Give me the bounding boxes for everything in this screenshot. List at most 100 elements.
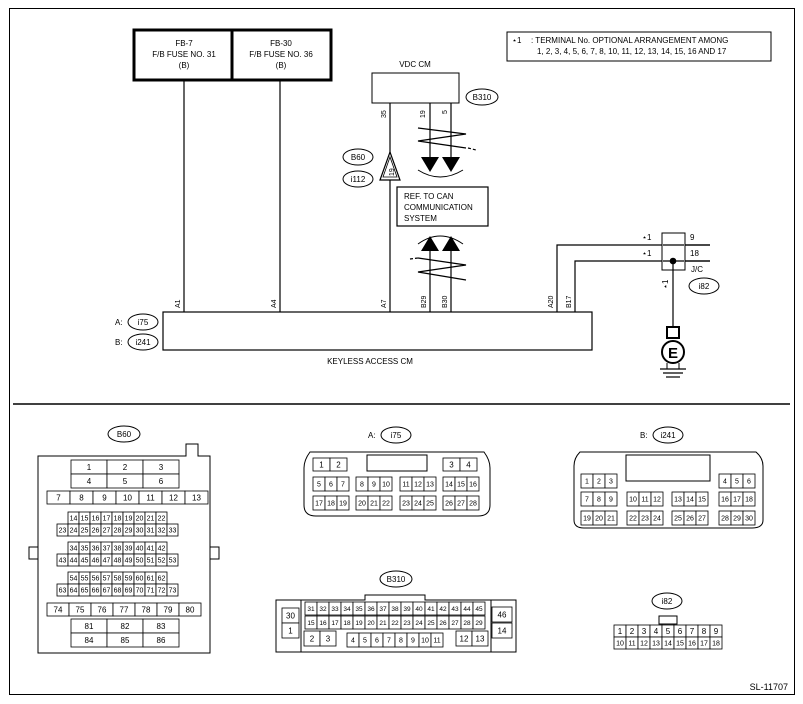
b60-pin-42: 42 (158, 546, 166, 553)
keyless-pin-b29: B29 (421, 295, 428, 308)
i241-pin-2: 2 (597, 479, 601, 486)
i241-pin-29: 29 (733, 516, 741, 523)
b60-pin-6-cell (142, 473, 180, 489)
keyless-pin-a1: A1 (175, 299, 182, 308)
b310-pin-30: 30 (286, 611, 295, 620)
b60-pin-54: 54 (70, 576, 78, 583)
jc-marker-2: ⋆1 (642, 249, 652, 258)
b60-pin-41: 41 (147, 546, 155, 553)
keyless-conn-b-prefix: B: (115, 338, 123, 347)
vdc-cm: VDC CM B310 35 19 5 (371, 60, 499, 118)
b60-pin-53-cell (166, 553, 179, 567)
b60-pin-67: 67 (103, 588, 111, 595)
i75-pin-19-cell (336, 495, 350, 511)
i75-pin-16: 16 (469, 482, 477, 489)
b60-pin-76: 76 (98, 605, 107, 614)
b60-pin-36: 36 (92, 546, 100, 553)
keyless-pin-b30: B30 (442, 295, 449, 308)
b60-pin-53: 53 (169, 558, 177, 565)
connector-i82-label: i82 (662, 597, 673, 606)
b60-pin-43: 43 (59, 558, 67, 565)
i75-pin-25: 25 (426, 501, 434, 508)
i241-pin-19: 19 (583, 516, 591, 523)
i82-pin-9: 9 (714, 627, 719, 636)
i241-pin-5: 5 (735, 479, 739, 486)
b60-pin-16: 16 (92, 516, 100, 523)
connector-i75-label: i75 (391, 431, 402, 440)
b60-pin-79: 79 (164, 605, 173, 614)
b310-pin-1: 1 (288, 626, 293, 635)
b60-pin-33-cell (166, 523, 179, 537)
i75-pin-15: 15 (457, 482, 465, 489)
b310-pin-11-cell (430, 632, 444, 648)
connector-tag-i75 (127, 313, 159, 331)
can-reference-box: REF. TO CAN COMMUNICATION SYSTEM (396, 186, 489, 227)
i82-pin-11: 11 (628, 641, 635, 648)
i241-pin-15: 15 (698, 497, 706, 504)
b310-pin-9: 9 (411, 638, 415, 645)
i241-pin-21: 21 (607, 516, 615, 523)
b60-pin-27: 27 (103, 528, 111, 535)
can-bus-lower (409, 235, 467, 312)
i75-pin-5: 5 (317, 482, 321, 489)
b60-pin-80: 80 (186, 605, 195, 614)
i241-pin-12-cell (650, 491, 664, 507)
b310-pin-2: 2 (310, 634, 315, 643)
b60-pin-26: 26 (92, 528, 100, 535)
i241-pin-18: 18 (745, 497, 753, 504)
b60-pin-49: 49 (125, 558, 133, 565)
i241-pin-26: 26 (686, 516, 694, 523)
connector-tag-b310-label: B310 (473, 93, 492, 102)
b60-pin-55: 55 (81, 576, 89, 583)
b310-pin-1-cell (281, 622, 300, 639)
i82-pin-12: 12 (640, 641, 648, 648)
b310-pin-14-cell (491, 622, 513, 639)
i75-pin-23: 23 (402, 501, 410, 508)
b60-pin-35: 35 (81, 546, 89, 553)
connector-tag-i241-label: i241 (135, 338, 151, 347)
jc-marker-1: ⋆1 (642, 233, 652, 242)
b60-pin-80-cell (178, 602, 202, 617)
fuse-1-name: FB-7 (175, 39, 193, 48)
i82-pin-6: 6 (678, 627, 683, 636)
jc-pin-9: 9 (690, 233, 695, 242)
i241-pin-10: 10 (629, 497, 637, 504)
i82-pin-17: 17 (700, 641, 708, 648)
b60-pin-64: 64 (70, 588, 78, 595)
i241-pin-28: 28 (721, 516, 729, 523)
fuse-1-desc: F/B FUSE NO. 31 (152, 50, 216, 59)
diagram-id: SL-11707 (750, 682, 788, 692)
i241-pin-6-cell (742, 473, 756, 489)
keyless-pin-a20: A20 (548, 295, 555, 308)
b60-pin-9: 9 (102, 493, 107, 502)
i241-pin-22: 22 (629, 516, 637, 523)
i82-pin-10: 10 (616, 641, 624, 648)
ground-symbol-letter: E (668, 345, 678, 362)
jc-pin-18: 18 (690, 249, 699, 258)
b60-pin-5: 5 (123, 477, 128, 486)
can-ref-line-1: REF. TO CAN (404, 192, 454, 201)
connector-tag-i112 (342, 170, 374, 188)
i75-pin-12: 12 (414, 482, 422, 489)
b60-pin-86-cell (142, 632, 180, 648)
b310-pin-27: 27 (451, 620, 459, 627)
i82-pin-2: 2 (630, 627, 635, 636)
b60-pin-39: 39 (125, 546, 133, 553)
b60-pin-13: 13 (192, 493, 201, 502)
i75-pin-3: 3 (449, 460, 454, 469)
b310-pin-31: 31 (307, 606, 315, 613)
b60-pin-11: 11 (146, 493, 155, 502)
can-ref-line-2: COMMUNICATION (404, 203, 473, 212)
b60-pin-71: 71 (147, 588, 155, 595)
b60-pin-60: 60 (136, 576, 144, 583)
b310-pin-18: 18 (343, 620, 351, 627)
can-ref-line-3: SYSTEM (404, 214, 437, 223)
b310-pin-44: 44 (463, 606, 471, 613)
b310-pin-13-cell (471, 630, 489, 647)
i75-pin-2: 2 (336, 460, 341, 469)
vdc-cm-title: VDC CM (399, 60, 431, 69)
b60-pin-30: 30 (136, 528, 144, 535)
i241-pin-24: 24 (653, 516, 661, 523)
